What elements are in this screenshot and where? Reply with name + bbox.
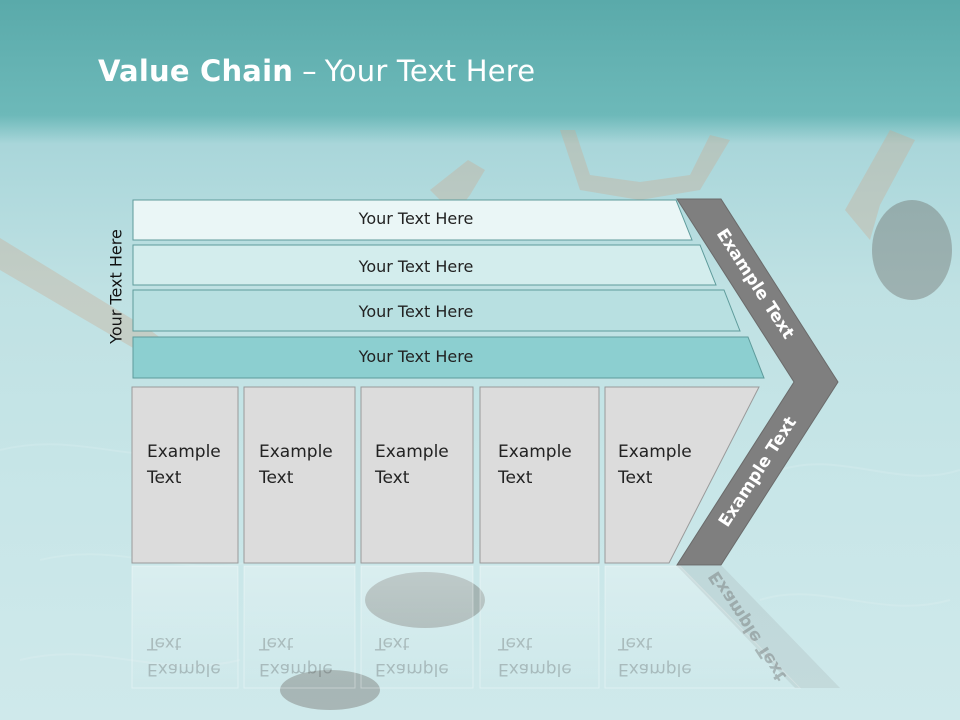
band-3: [132, 289, 741, 332]
value-chain-arrow: [676, 198, 839, 566]
box-4: [479, 386, 600, 564]
band-1-label: Your Text Here: [358, 209, 474, 228]
box-2: [243, 386, 356, 564]
title-bold: Value Chain: [98, 54, 294, 88]
diagram-reflection: [131, 565, 840, 689]
band-4: [132, 336, 765, 379]
title-separator: –: [302, 54, 317, 88]
box-5: [604, 386, 760, 564]
box-3: [360, 386, 474, 564]
band-4-label: Your Text Here: [358, 347, 474, 366]
band-1: [132, 199, 693, 241]
box-1: [131, 386, 239, 564]
band-3-label: Your Text Here: [358, 302, 474, 321]
title-rest: Your Text Here: [324, 54, 536, 88]
slide-title: Value Chain–Your Text Here: [98, 54, 535, 88]
band-2-label: Your Text Here: [358, 257, 474, 276]
band-2: [132, 244, 717, 286]
